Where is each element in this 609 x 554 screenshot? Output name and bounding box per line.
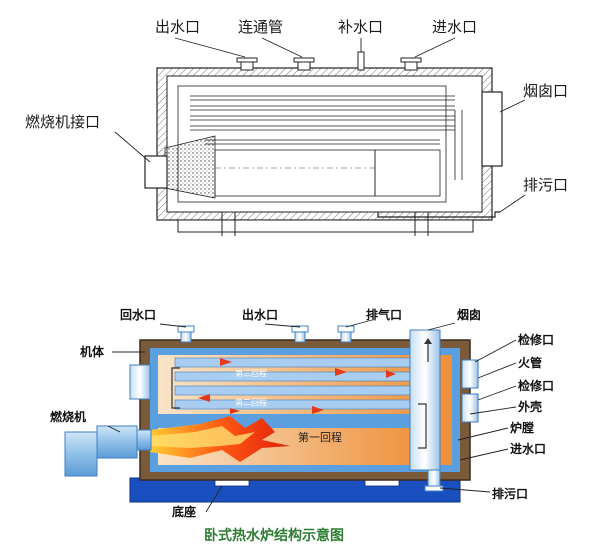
bottom-flame <box>150 416 290 462</box>
bottom-label-shell: 外壳 <box>518 399 542 414</box>
bottom-burner <box>64 425 152 477</box>
bottom-turn-chamber <box>418 403 427 449</box>
top-base <box>177 212 474 236</box>
bottom-label-drain: 排污口 <box>492 486 528 501</box>
bottom-label-fire-tube: 火管 <box>518 355 542 370</box>
bottom-label-body: 机体 <box>80 344 105 359</box>
top-burner-port <box>144 155 168 189</box>
top-label-drain: 排污口 <box>523 176 568 194</box>
top-label-makeup: 补水口 <box>338 18 383 36</box>
bottom-chimney <box>409 329 441 471</box>
bottom-inspection-port-2 <box>461 393 479 423</box>
bottom-label-furnace: 炉膛 <box>510 420 534 435</box>
bottom-label-outlet: 出水口 <box>242 307 278 322</box>
top-label-burner-port: 燃烧机接口 <box>25 113 100 131</box>
bottom-label-return: 回水口 <box>120 307 156 322</box>
bottom-pass-3-label: 第三回程 <box>235 368 267 378</box>
bottom-label-inspection-1: 检修口 <box>518 332 554 347</box>
bottom-pass-2-label: 第二回程 <box>235 397 267 407</box>
bottom-nozzles <box>177 325 355 343</box>
top-nozzles <box>236 51 422 71</box>
bottom-label-chimney: 烟囱 <box>457 307 481 322</box>
bottom-return-chamber <box>171 367 180 409</box>
bottom-label-inlet: 进水口 <box>510 441 546 456</box>
top-label-inlet: 进水口 <box>432 18 477 36</box>
bottom-inspection-port-1 <box>461 359 479 389</box>
bottom-body-flange <box>129 364 151 400</box>
top-label-connector: 连通管 <box>238 18 283 36</box>
top-flue-outlet <box>454 91 503 180</box>
top-label-flue: 烟囱口 <box>523 82 568 100</box>
top-fire-tubes <box>190 95 455 145</box>
bottom-flow-arrows <box>198 358 396 414</box>
top-drain-pipe <box>377 211 500 218</box>
bottom-leader-lines <box>107 319 517 513</box>
diagram-caption: 卧式热水炉结构示意图 <box>204 527 344 544</box>
bottom-label-inspection-2: 检修口 <box>518 378 554 393</box>
top-label-outlet: 出水口 <box>155 18 200 36</box>
bottom-label-base: 底座 <box>172 504 196 519</box>
top-leader-lines <box>114 37 526 213</box>
bottom-label-burner: 燃烧机 <box>50 409 86 424</box>
top-diagram: 出水口 连通管 补水口 进水口 燃烧机接口 烟囱口 排污口 <box>25 18 568 236</box>
top-furnace <box>164 135 441 199</box>
bottom-diagram: 第三回程 第二回程 第一回程 回水口 出水口 排气口 烟囱 机体 燃烧机 检修口 <box>50 307 554 544</box>
bottom-label-vent: 排气口 <box>366 307 402 322</box>
bottom-pass-1-label: 第一回程 <box>298 430 342 444</box>
